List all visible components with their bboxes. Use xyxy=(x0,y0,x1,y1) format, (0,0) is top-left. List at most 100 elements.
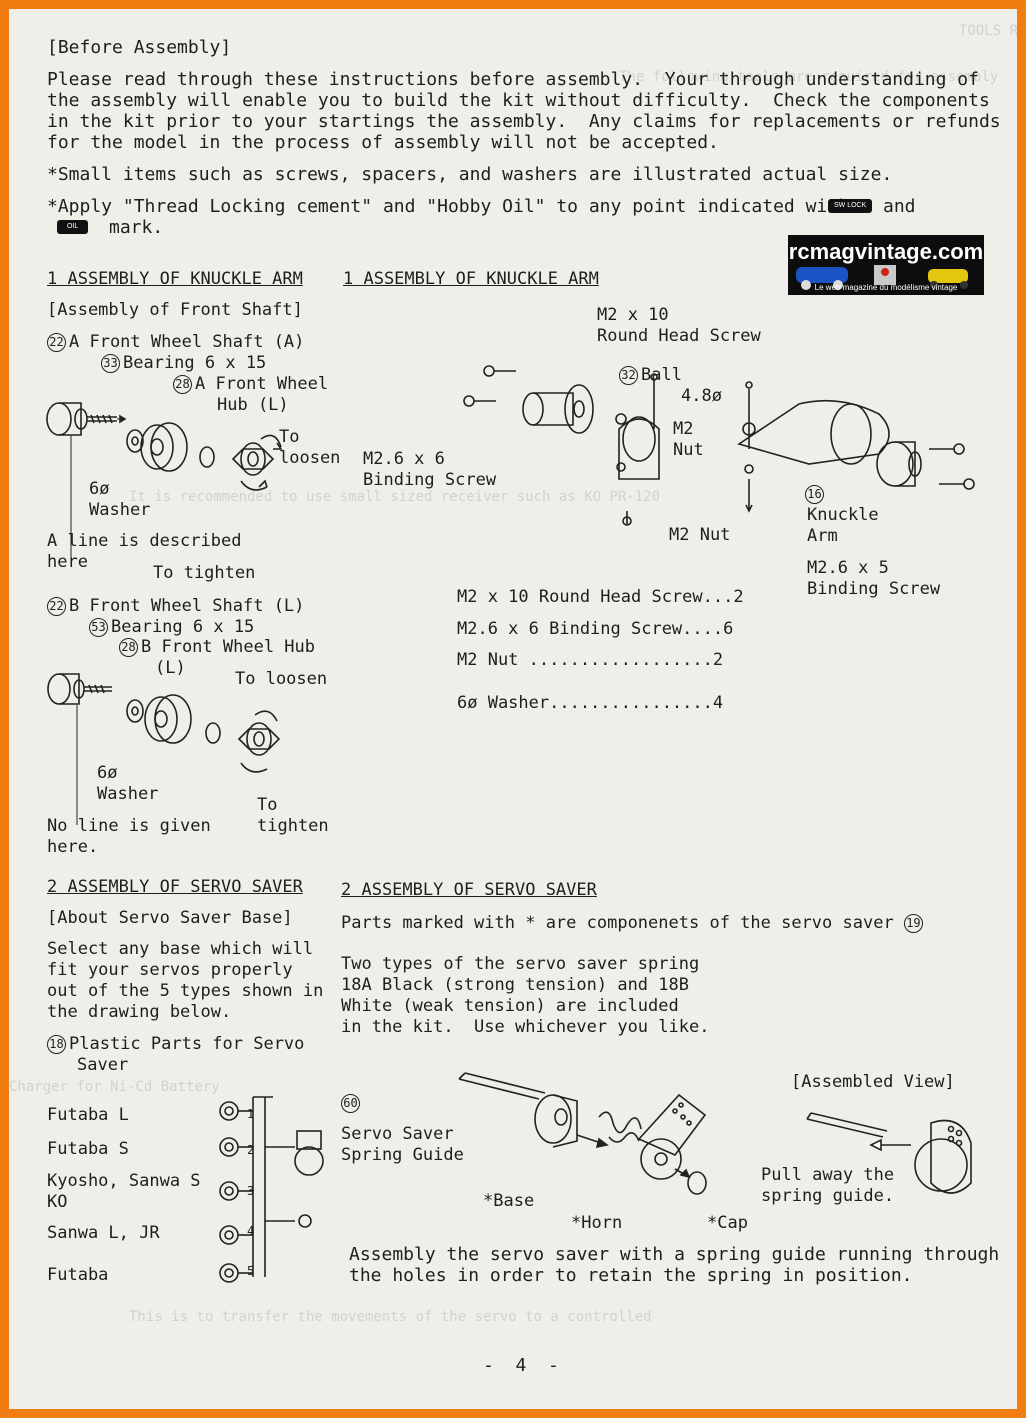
sprue-number: 3 xyxy=(247,1184,255,1198)
intro-line: Please read through these instructions b… xyxy=(47,69,979,90)
parts-list-item: M2 x 10 Round Head Screw...2 xyxy=(457,587,744,607)
to-loosen-a: To xyxy=(279,427,300,447)
servo-saver-sprue-drawing xyxy=(219,1096,324,1283)
washer-a-size: 6ø xyxy=(89,479,110,499)
section-2-title: 2 ASSEMBLY OF SERVO SAVER xyxy=(47,877,303,897)
section-2-title-right: 2 ASSEMBLY OF SERVO SAVER xyxy=(341,880,597,900)
intro-line: in the kit prior to your startings the a… xyxy=(47,111,1001,132)
parts-marked-note: Parts marked with * are componenets of t… xyxy=(341,913,926,934)
servo-type: KO xyxy=(47,1192,68,1212)
m26x6-label: M2.6 x 6 xyxy=(363,449,445,469)
apply-and: and xyxy=(883,196,916,217)
small-items-note: *Small items such as screws, spacers, an… xyxy=(47,164,893,185)
parts-list-item: M2 Nut ..................2 xyxy=(457,650,724,670)
servo-type: Futaba S xyxy=(47,1139,129,1159)
m26x6-label-2: Binding Screw xyxy=(363,470,497,490)
pull-away-label: Pull away the xyxy=(761,1165,895,1185)
spring-guide-label-2: Spring Guide xyxy=(341,1145,464,1165)
no-line-given-2: here. xyxy=(47,837,99,857)
ball-size: 4.8ø xyxy=(681,386,722,406)
assembled-view-drawing xyxy=(806,1112,972,1194)
horn-label: *Horn xyxy=(571,1213,623,1233)
servo-saver-drawing xyxy=(458,1072,707,1195)
m2-nut-label: M2 xyxy=(673,419,694,439)
servo-type: Kyosho, Sanwa S xyxy=(47,1171,201,1191)
part-28b-label-2: (L) xyxy=(155,658,186,678)
spring-types: White (weak tension) are included xyxy=(341,996,679,1016)
select-text: the drawing below. xyxy=(47,1002,232,1022)
select-text: out of the 5 types shown in xyxy=(47,981,324,1001)
section-1-title: 1 ASSEMBLY OF KNUCKLE ARM xyxy=(47,269,303,289)
intro-line: the assembly will enable you to build th… xyxy=(47,90,990,111)
assembly-note: Assembly the servo saver with a spring g… xyxy=(349,1244,1000,1265)
line-described-2: here xyxy=(47,552,88,572)
m2x10-label: M2 x 10 xyxy=(597,305,669,325)
pull-away-label-2: spring guide. xyxy=(761,1186,895,1206)
sprue-number: 5 xyxy=(247,1264,255,1278)
spring-types: 18A Black (strong tension) and 18B xyxy=(341,975,689,995)
to-loosen-a-2: loosen xyxy=(279,448,341,468)
m2-nut-bottom: M2 Nut xyxy=(669,525,731,545)
base-label: *Base xyxy=(483,1191,535,1211)
front-shaft-a-drawing xyxy=(46,402,283,565)
sprue-number: 2 xyxy=(247,1143,255,1157)
washer-b-size: 6ø xyxy=(97,763,118,783)
washer-b-label: Washer xyxy=(97,784,159,804)
front-shaft-b-drawing xyxy=(47,673,281,825)
site-logo: rcmagvintage.com Le web magazine du modé… xyxy=(788,235,984,295)
assembled-view-label: [Assembled View] xyxy=(791,1072,955,1092)
spring-guide-label: Servo Saver xyxy=(341,1124,454,1144)
bleed-text: This is to transfer the movements of the… xyxy=(129,1309,652,1325)
spring-types: in the kit. Use whichever you like. xyxy=(341,1017,710,1037)
servo-type: Sanwa L, JR xyxy=(47,1223,160,1243)
bleed-text: It is recommended to use small sized rec… xyxy=(129,489,661,505)
page-number: - 4 - xyxy=(483,1355,559,1376)
sprue-number: 1 xyxy=(247,1107,255,1121)
m26x5-label-2: Binding Screw xyxy=(807,579,941,599)
logo-images xyxy=(796,265,968,290)
washer-a-label: Washer xyxy=(89,500,151,520)
parts-list-item: M2.6 x 6 Binding Screw....6 xyxy=(457,619,734,639)
intro-line: for the model in the process of assembly… xyxy=(47,132,719,153)
part-28a-label-2: Hub (L) xyxy=(217,395,289,415)
plastic-parts-label-2: Saver xyxy=(77,1055,129,1075)
knuckle-arm-drawing xyxy=(463,365,975,526)
m2-nut-label-2: Nut xyxy=(673,440,704,460)
front-shaft-subheading: [Assembly of Front Shaft] xyxy=(47,300,303,320)
section-1-title-right: 1 ASSEMBLY OF KNUCKLE ARM xyxy=(343,269,599,289)
sprue-number: 4 xyxy=(247,1224,255,1238)
assembly-note-2: the holes in order to retain the spring … xyxy=(349,1265,913,1286)
before-assembly-heading: [Before Assembly] xyxy=(47,37,232,58)
m2x10-label-2: Round Head Screw xyxy=(597,326,761,346)
spring-guide-num: 60 xyxy=(341,1093,363,1114)
select-text: Select any base which will xyxy=(47,939,314,959)
cap-label: *Cap xyxy=(707,1213,748,1233)
servo-type: Futaba L xyxy=(47,1105,129,1125)
no-line-given: No line is given xyxy=(47,816,211,836)
apply-mark: mark. xyxy=(109,217,164,238)
bleed-text: The following tools are required for ass… xyxy=(619,69,999,85)
bleed-text: Charger for Ni-Cd Battery xyxy=(9,1079,220,1095)
servo-saver-base-subheading: [About Servo Saver Base] xyxy=(47,908,293,928)
oil-icon: OIL xyxy=(57,220,89,234)
apply-note: *Apply "Thread Locking cement" and "Hobb… xyxy=(47,196,849,217)
knuckle-arm-label-2: Knuckle xyxy=(807,505,879,525)
select-text: fit your servos properly xyxy=(47,960,293,980)
manual-page: TOOLS REQUIRED FOR ASSEMBLY The followin… xyxy=(9,9,1017,1409)
line-described: A line is described xyxy=(47,531,242,551)
to-loosen-b: To loosen xyxy=(235,669,328,689)
servo-type: Futaba xyxy=(47,1265,109,1285)
knuckle-arm-label: 16 xyxy=(805,484,827,505)
spring-types: Two types of the servo saver spring xyxy=(341,954,700,974)
thread-lock-icon: SW LOCK xyxy=(828,199,873,213)
bleed-text: TOOLS REQUIRED FOR ASSEMBLY xyxy=(959,23,1017,39)
m26x5-label: M2.6 x 5 xyxy=(807,558,889,578)
